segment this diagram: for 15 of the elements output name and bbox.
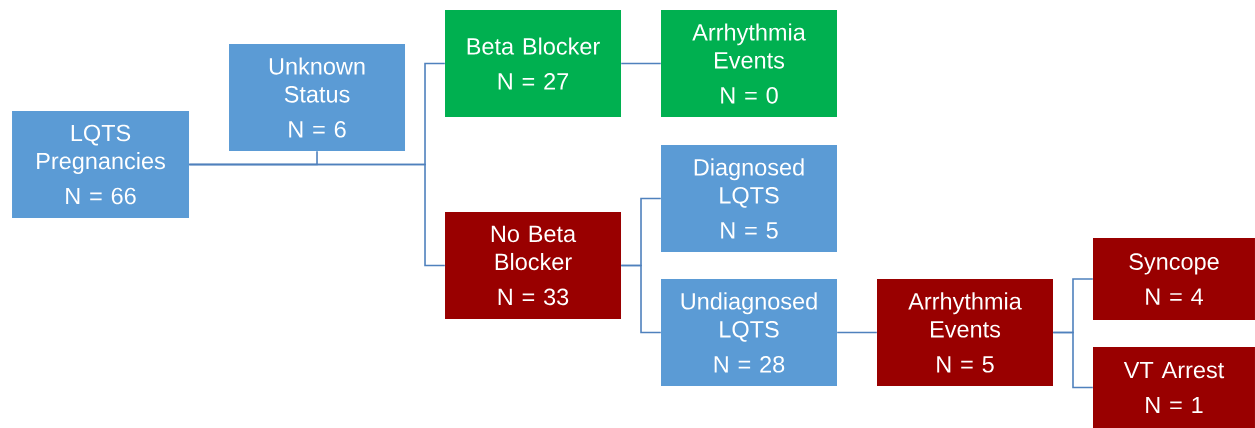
process-box: LQTS Pregnancies N = 66 xyxy=(12,111,189,218)
connector-line xyxy=(836,331,878,334)
process-box: VT Arrest N = 1 xyxy=(1093,347,1255,428)
process-box: Diagnosed LQTS N = 5 xyxy=(661,145,837,252)
process-box: Undiagnosed LQTS N = 28 xyxy=(661,279,837,386)
process-box: Unknown Status N = 6 xyxy=(229,44,405,151)
connector-line xyxy=(620,62,662,65)
process-box: Arrhythmia Events N = 0 xyxy=(661,10,837,117)
process-box: Arrhythmia Events N = 5 xyxy=(877,279,1053,386)
connector-line xyxy=(1052,331,1094,389)
connector-line xyxy=(188,163,446,267)
process-box: Beta Blocker N = 27 xyxy=(445,10,621,117)
connector-line xyxy=(620,264,662,334)
process-box: No Beta Blocker N = 33 xyxy=(445,212,621,319)
process-box: Syncope N = 4 xyxy=(1093,238,1255,320)
